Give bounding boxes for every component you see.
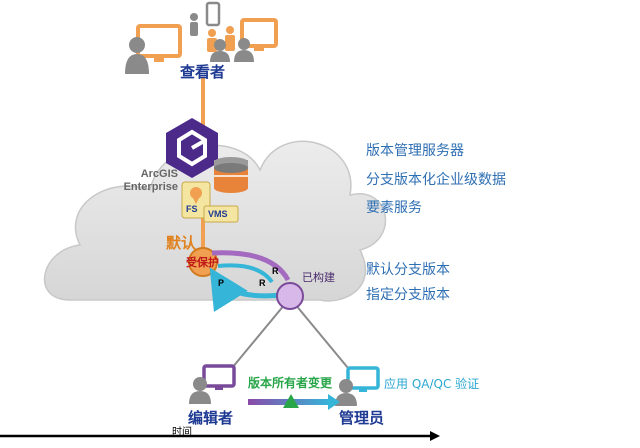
- reconcile-arc: [211, 250, 291, 282]
- default-label: 默认: [166, 234, 197, 252]
- editor-user-icon: [189, 364, 236, 404]
- feature-service-badge: [181, 181, 211, 219]
- branch-label-named: 指定分支版本: [366, 287, 450, 303]
- viewer-users-icon: [125, 1, 278, 74]
- built-label: 已构建: [302, 271, 335, 284]
- vms-badge-text: VMS: [208, 209, 228, 219]
- time-axis: [0, 431, 440, 441]
- reconcile-arc-inner: [217, 263, 274, 284]
- service-label-2: 分支版本化企业级数据: [366, 172, 506, 188]
- viewers-label: 查看者: [180, 63, 226, 81]
- time-label: 时间: [172, 427, 192, 438]
- qaqc-label: 应用 QA/QC 验证: [384, 377, 480, 391]
- fs-badge-text: FS: [186, 204, 198, 214]
- arcgis-enterprise-logo: [166, 118, 218, 178]
- platform-name: ArcGIS Enterprise: [123, 168, 178, 193]
- editor-label: 编辑者: [188, 409, 234, 427]
- vms-badge: [203, 205, 239, 223]
- admin-connector: [289, 297, 349, 369]
- service-label-3: 要素服务: [366, 200, 422, 216]
- named-branch-node: [276, 282, 304, 310]
- ownership-change-arrow: [248, 394, 340, 410]
- branch-label-default: 默认分支版本: [366, 262, 450, 278]
- database-icon: [214, 157, 248, 193]
- admin-label: 管理员: [339, 409, 385, 427]
- letter-r-bottom: R: [259, 278, 266, 288]
- protected-badge: 受保护: [186, 256, 219, 269]
- letter-p: P: [218, 278, 225, 288]
- owner-change-label: 版本所有者变更: [248, 376, 333, 390]
- service-label-1: 版本管理服务器: [366, 143, 464, 159]
- admin-user-icon: [335, 366, 380, 406]
- post-arc: [209, 267, 283, 313]
- letter-r-top: R: [272, 266, 279, 276]
- editor-connector: [231, 297, 291, 369]
